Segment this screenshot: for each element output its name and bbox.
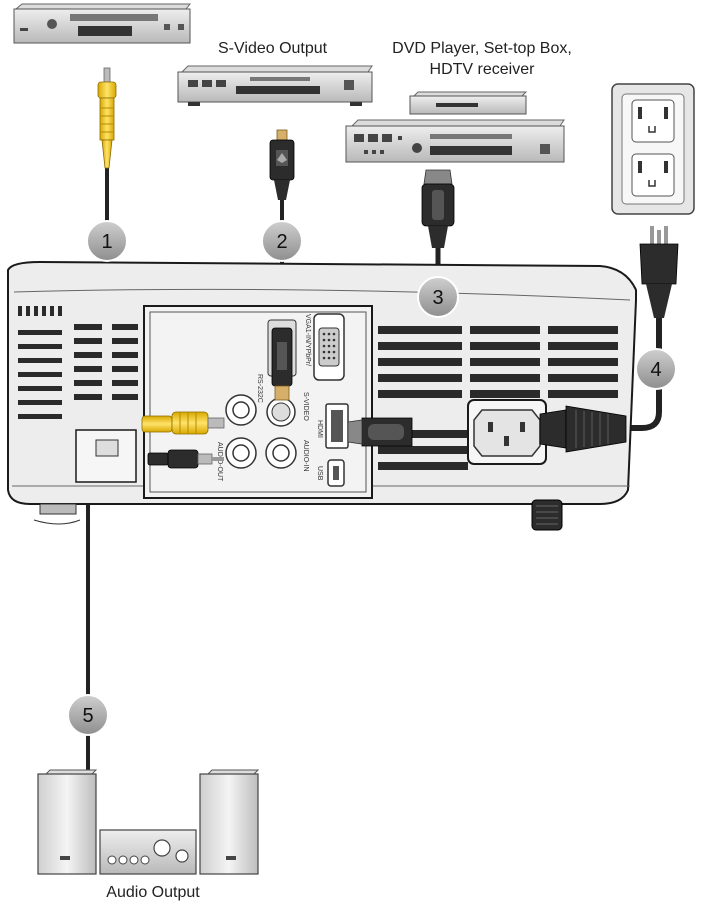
- audio-in-label: AUDIO-IN: [302, 440, 309, 472]
- composite-plug-connected: [141, 411, 225, 435]
- svideo-plug-top: [269, 129, 295, 200]
- callout-number: 2: [276, 231, 287, 253]
- set-top-box-icon: [409, 91, 528, 115]
- power-plug-connected: [539, 405, 627, 453]
- callout-badge-4: 4: [635, 348, 677, 390]
- svideo-player-icon: [177, 65, 373, 106]
- hdmi-port-label: HDMI: [316, 420, 323, 438]
- callout-badge-5: 5: [67, 694, 109, 736]
- dvd-caption-line1: DVD Player, Set-top Box,: [392, 40, 572, 57]
- speaker-icon: [37, 769, 98, 875]
- svideo-plug-connected: [271, 327, 293, 401]
- svideo-output-caption: S-Video Output: [218, 40, 328, 57]
- audio-out-label: AUDIO-OUT: [216, 442, 223, 482]
- callout-badge-2: 2: [261, 220, 303, 262]
- power-plug-icon: [639, 226, 679, 318]
- callout-number: 1: [101, 231, 112, 253]
- power-cable: [626, 318, 662, 431]
- hdmi-plug-top: [421, 169, 455, 248]
- callout-badge-3: 3: [417, 276, 459, 318]
- wall-outlet-icon: [611, 83, 695, 215]
- usb-label: USB: [316, 466, 323, 481]
- dvd-player-icon: [345, 119, 565, 163]
- callout-badge-1: 1: [86, 220, 128, 262]
- dvd-caption-line2: HDTV receiver: [429, 61, 535, 78]
- composite-plug-top: [97, 67, 117, 169]
- audio-plug-connected: [147, 449, 224, 469]
- amplifier-icon: [99, 829, 197, 875]
- audio-output-caption: Audio Output: [106, 884, 200, 901]
- svideo-port-label: S-VIDEO: [302, 392, 309, 421]
- composite-video-player-icon: [13, 3, 192, 44]
- callout-number: 5: [82, 705, 93, 727]
- hdmi-plug-connected: [347, 417, 413, 447]
- callout-number: 4: [650, 359, 661, 381]
- callout-number: 3: [432, 287, 443, 309]
- projector-icon: RS-232C VGA1-IN/YPbPr/ S-VIDEO HDMI AUDI…: [7, 260, 637, 531]
- vga-label: VGA1-IN/YPbPr/: [304, 314, 311, 366]
- speaker-icon: [199, 769, 260, 875]
- rs232c-label: RS-232C: [256, 374, 263, 403]
